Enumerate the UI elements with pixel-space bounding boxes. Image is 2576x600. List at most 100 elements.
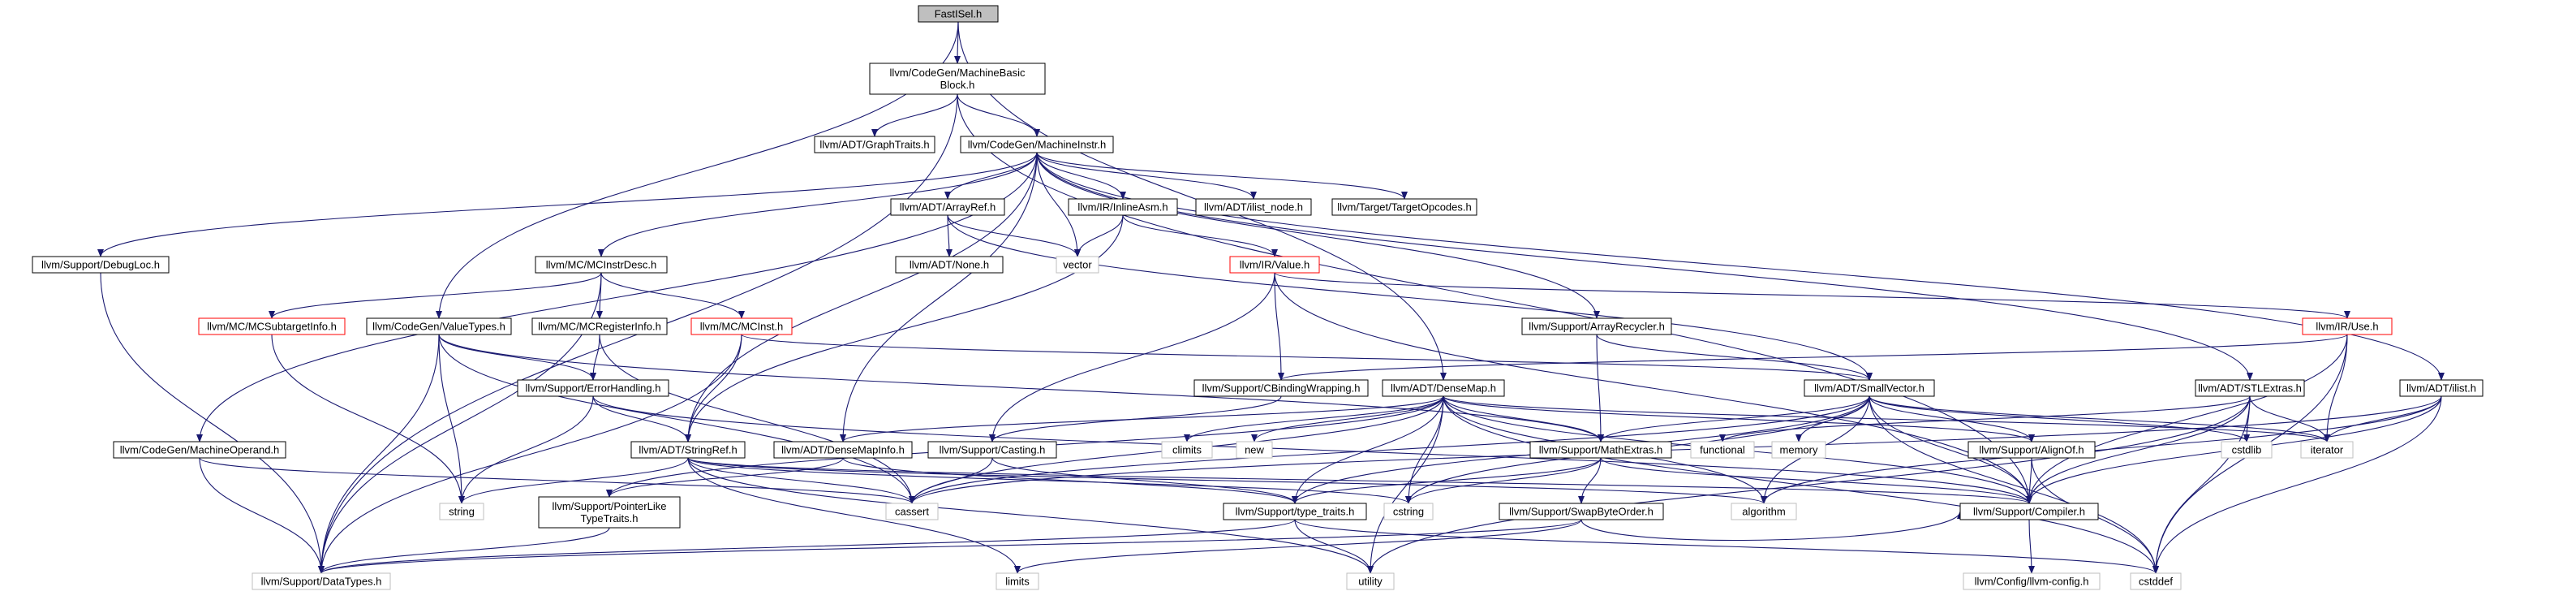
edge-typetraits-to-utility: [1294, 519, 1374, 574]
edge-densemap-to-mathextras: [1443, 395, 1604, 442]
edge-ilist-to-algorithm: [1761, 395, 2442, 504]
edge-arrayrecycler-to-smallvector: [1596, 334, 1873, 381]
node-typetraits[interactable]: llvm/Support/type_traits.h: [1223, 503, 1367, 520]
edge-minstr-to-targetopcodes: [1036, 152, 1408, 200]
node-box-alignof: [1967, 441, 2096, 459]
node-arrayrecycler[interactable]: llvm/Support/ArrayRecycler.h: [1521, 317, 1672, 335]
node-box-swapbyte: [1499, 503, 1664, 520]
node-casting[interactable]: llvm/Support/Casting.h: [927, 441, 1057, 459]
node-arrayref[interactable]: llvm/ADT/ArrayRef.h: [890, 198, 1005, 216]
node-mathextras[interactable]: llvm/Support/MathExtras.h: [1529, 441, 1672, 459]
node-root[interactable]: FastISel.h: [918, 5, 999, 23]
node-swapbyte[interactable]: llvm/Support/SwapByteOrder.h: [1499, 503, 1664, 520]
edge-ilist-to-cstddef: [2152, 395, 2442, 574]
node-box-root: [918, 5, 999, 23]
edge-minstr-to-inlineasm: [1036, 152, 1126, 200]
node-stringref[interactable]: llvm/ADT/StringRef.h: [630, 441, 746, 459]
edge-stlextras-to-cstdlib: [2243, 395, 2251, 442]
edge-smallvector-to-mathextras: [1598, 395, 1870, 442]
node-box-moperand: [113, 441, 286, 459]
node-box-arrayref: [890, 198, 1005, 216]
node-limits: limits: [996, 572, 1039, 590]
node-label-cbinding: llvm/Support/CBindingWrapping.h: [1202, 382, 1361, 395]
edge-minstr-to-stringref: [685, 152, 1038, 442]
node-box-mcinst: [690, 317, 793, 335]
node-mcreginfo[interactable]: llvm/MC/MCRegisterInfo.h: [531, 317, 668, 335]
edge-minstr-to-mcinstrdesc: [598, 152, 1038, 257]
node-cstdlib: cstdlib: [2221, 441, 2273, 459]
node-box-cstddef: [2130, 572, 2182, 590]
node-ilist[interactable]: llvm/ADT/ilist.h: [2399, 379, 2484, 397]
node-densemap[interactable]: llvm/ADT/DenseMap.h: [1382, 379, 1505, 397]
node-debugloc[interactable]: llvm/Support/DebugLoc.h: [32, 256, 170, 274]
node-box-mcreginfo: [531, 317, 668, 335]
node-label-arrayref: llvm/ADT/ArrayRef.h: [900, 201, 996, 214]
dependency-edges: [97, 21, 2445, 574]
node-box-llvmconfig: [1963, 572, 2101, 590]
edge-smallvector-to-cstddef: [1869, 395, 2159, 574]
edge-minstr-to-arrayref: [944, 152, 1038, 200]
node-label-datatypes: llvm/Support/DataTypes.h: [261, 576, 382, 588]
edge-swapbyte-to-compiler: [1580, 511, 1963, 541]
edge-minstr-to-densemapinfo: [840, 152, 1038, 442]
edge-errorhandling-to-stringref: [592, 395, 691, 442]
edge-mcinstrdesc-to-mcsubtarget: [269, 272, 602, 319]
edge-densemapinfo-to-pointerlike: [606, 457, 844, 498]
edge-valuetypes-to-errorhandling: [438, 334, 596, 381]
node-graphtraits[interactable]: llvm/ADT/GraphTraits.h: [814, 136, 935, 153]
node-box-adtnone: [895, 256, 1004, 274]
node-moperand[interactable]: llvm/CodeGen/MachineOperand.h: [113, 441, 286, 459]
node-densemapinfo[interactable]: llvm/ADT/DenseMapInfo.h: [773, 441, 913, 459]
node-inlineasm[interactable]: llvm/IR/InlineAsm.h: [1068, 198, 1178, 216]
node-adtnone[interactable]: llvm/ADT/None.h: [895, 256, 1004, 274]
node-label-mcinstrdesc: llvm/MC/MCInstrDesc.h: [546, 259, 657, 271]
node-alignof[interactable]: llvm/Support/AlignOf.h: [1967, 441, 2096, 459]
node-stlextras[interactable]: llvm/ADT/STLExtras.h: [2195, 379, 2305, 397]
node-functional: functional: [1690, 441, 1755, 459]
edge-mcinst-to-stringref: [685, 334, 742, 442]
edge-densemap-to-climits: [1184, 395, 1444, 442]
node-irvalue[interactable]: llvm/IR/Value.h: [1229, 256, 1320, 274]
edge-smallvector-to-memory: [1795, 395, 1870, 442]
node-errorhandling[interactable]: llvm/Support/ErrorHandling.h: [517, 379, 669, 397]
node-cstddef: cstddef: [2130, 572, 2182, 590]
node-iruse[interactable]: llvm/IR/Use.h: [2302, 317, 2393, 335]
node-label-mbb: Block.h: [940, 79, 975, 91]
node-ilistnode[interactable]: llvm/ADT/ilist_node.h: [1195, 198, 1312, 216]
node-label-cstdlib: cstdlib: [2232, 444, 2262, 456]
node-compiler[interactable]: llvm/Support/Compiler.h: [1959, 503, 2099, 520]
node-label-densemap: llvm/ADT/DenseMap.h: [1391, 382, 1496, 395]
node-mcsubtarget[interactable]: llvm/MC/MCSubtargetInfo.h: [198, 317, 346, 335]
edge-densemap-to-cstddef: [1443, 395, 2159, 574]
node-mcinstrdesc[interactable]: llvm/MC/MCInstrDesc.h: [535, 256, 668, 274]
node-cassert: cassert: [885, 503, 939, 520]
node-smallvector[interactable]: llvm/ADT/SmallVector.h: [1804, 379, 1935, 397]
node-box-mcsubtarget: [198, 317, 346, 335]
node-mcinst[interactable]: llvm/MC/MCInst.h: [690, 317, 793, 335]
edge-stlextras-to-compiler: [2026, 395, 2251, 504]
edge-mathextras-to-cstring: [1405, 457, 1602, 504]
edge-iruse-to-compiler: [2026, 334, 2348, 504]
edge-inlineasm-to-vector: [1074, 214, 1124, 257]
node-label-pointerlike: llvm/Support/PointerLike: [553, 500, 667, 512]
node-box-cstdlib: [2221, 441, 2273, 459]
edge-ilist-to-iterator: [2324, 395, 2442, 442]
edge-arrayref-to-adtnone: [945, 214, 953, 257]
node-cbinding[interactable]: llvm/Support/CBindingWrapping.h: [1193, 379, 1369, 397]
node-box-typetraits: [1223, 503, 1367, 520]
node-box-debugloc: [32, 256, 170, 274]
edge-stringref-to-string: [458, 457, 689, 504]
edge-stlextras-to-functional: [1719, 395, 2251, 442]
node-valuetypes[interactable]: llvm/CodeGen/ValueTypes.h: [366, 317, 512, 335]
node-box-compiler: [1959, 503, 2099, 520]
node-label-ilistnode: llvm/ADT/ilist_node.h: [1204, 201, 1303, 214]
node-box-mbb: [869, 63, 1046, 95]
edge-smallvector-to-alignof: [1869, 395, 2035, 442]
node-targetopcodes[interactable]: llvm/Target/TargetOpcodes.h: [1331, 198, 1477, 216]
edge-minstr-to-stlextras: [1036, 152, 2253, 381]
edge-mcinst-to-smallvector: [741, 334, 1873, 381]
node-minstr[interactable]: llvm/CodeGen/MachineInstr.h: [960, 136, 1114, 153]
